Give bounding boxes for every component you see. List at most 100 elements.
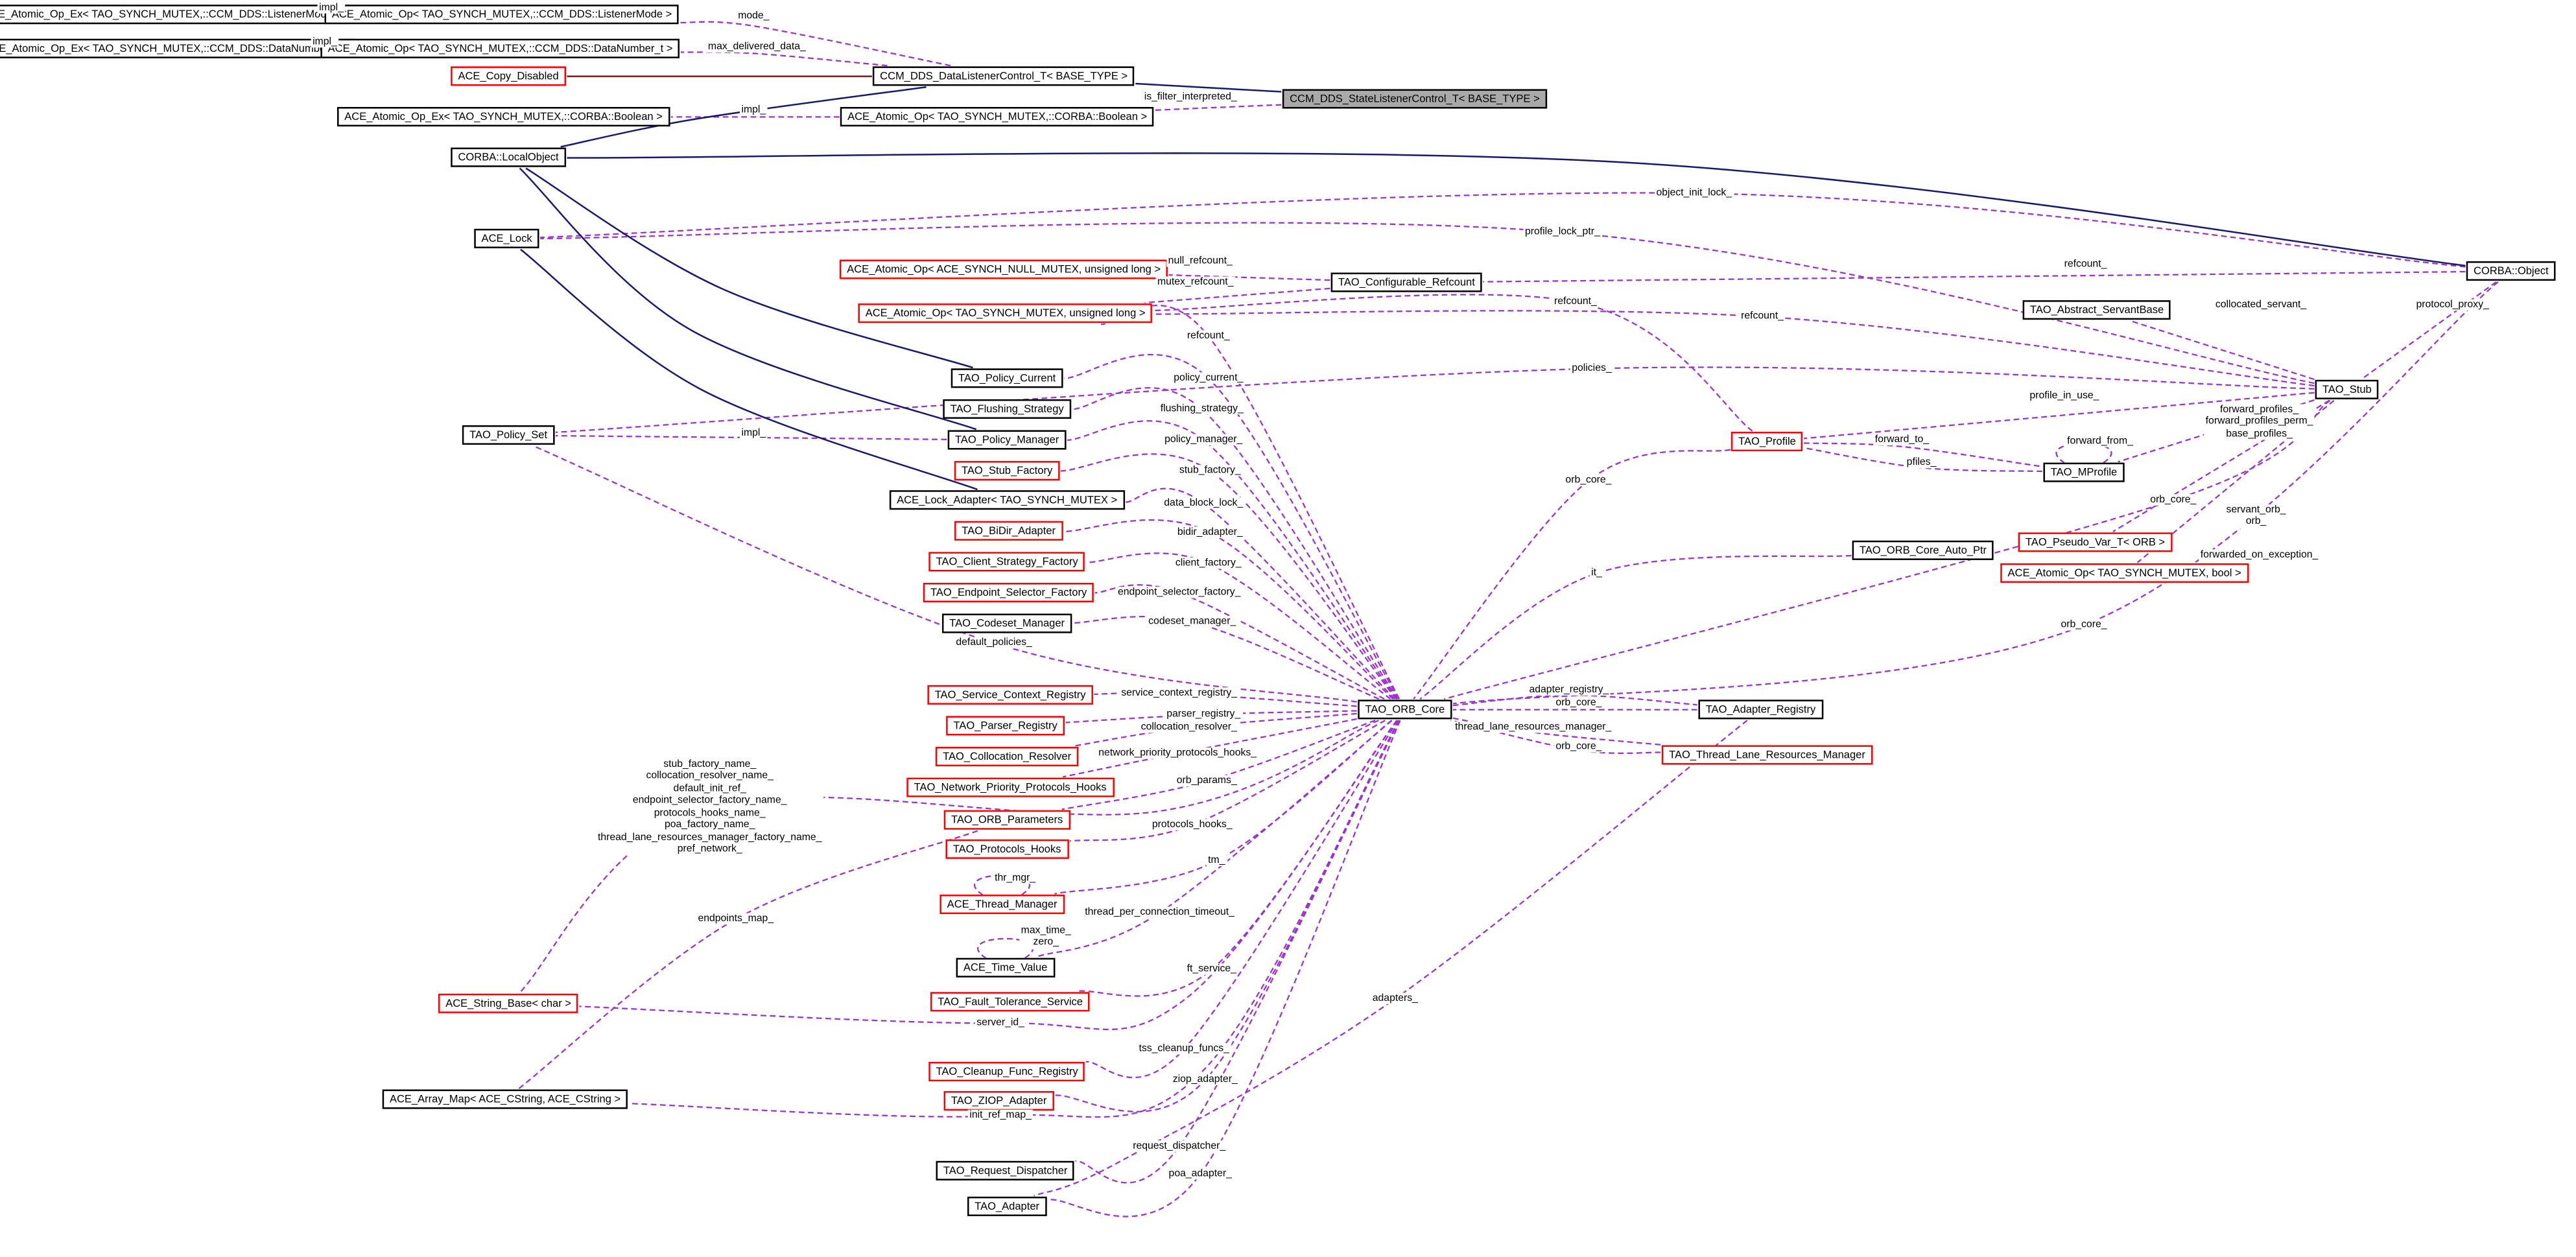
class-node-policy-set[interactable]: TAO_Policy_Set: [462, 425, 555, 445]
class-node-aop-datanumber[interactable]: ACE_Atomic_Op< TAO_SYNCH_MUTEX,::CCM_DDS…: [320, 38, 680, 59]
class-node-orb-core-auto-ptr[interactable]: TAO_ORB_Core_Auto_Ptr: [1852, 540, 1994, 561]
edge-profile-mprofile: [1804, 442, 2043, 467]
edge-orb_core-aop_ulong: [1101, 304, 1400, 699]
edge-label: profile_in_use_: [2027, 390, 2101, 403]
class-node-request-dispatcher[interactable]: TAO_Request_Dispatcher: [936, 1160, 1075, 1181]
edge-label: network_priority_protocols_hooks_: [1096, 747, 1258, 760]
class-node-string-base[interactable]: ACE_String_Base< char >: [438, 993, 579, 1014]
class-node-adapter[interactable]: TAO_Adapter: [967, 1196, 1047, 1217]
edge-label: null_refcount_: [1166, 255, 1235, 268]
edge-stub-aop_ulong: [1153, 310, 2315, 387]
edge-label: ft_service_: [1185, 963, 1238, 976]
edge-orb_core-policy_set: [533, 445, 1357, 703]
class-node-configurable-refcount[interactable]: TAO_Configurable_Refcount: [1330, 272, 1483, 293]
class-node-aop-bool[interactable]: ACE_Atomic_Op< TAO_SYNCH_MUTEX, bool >: [2000, 563, 2249, 583]
edge-orb_core-endpoint_selector_factory: [1094, 584, 1385, 700]
edge-label: forward_from_: [2065, 436, 2135, 448]
edge-profile-aop_ulong: [1153, 294, 1753, 432]
edge-orb_core-collocation_resolver: [1073, 712, 1357, 747]
class-node-ziop-adapter[interactable]: TAO_ZIOP_Adapter: [943, 1091, 1054, 1111]
class-node-stub[interactable]: TAO_Stub: [2315, 379, 2380, 400]
class-node-flushing-strategy[interactable]: TAO_Flushing_Strategy: [943, 399, 1071, 419]
edge-label: protocols_hooks_: [1150, 819, 1235, 831]
edge-orb_core-string_base: [519, 720, 1379, 994]
class-node-mprofile[interactable]: TAO_MProfile: [2043, 462, 2125, 483]
edge-label: service_context_registry_: [1119, 687, 1239, 699]
class-node-parser-registry[interactable]: TAO_Parser_Registry: [946, 716, 1065, 736]
class-node-bidir-adapter[interactable]: TAO_BiDir_Adapter: [954, 521, 1063, 541]
class-node-service-context-registry[interactable]: TAO_Service_Context_Registry: [927, 685, 1093, 705]
class-node-aop-listenermode[interactable]: ACE_Atomic_Op< TAO_SYNCH_MUTEX,::CCM_DDS…: [324, 5, 679, 25]
class-node-lock-adapter[interactable]: ACE_Lock_Adapter< TAO_SYNCH_MUTEX >: [889, 490, 1125, 510]
class-node-policy-manager[interactable]: TAO_Policy_Manager: [947, 430, 1067, 451]
class-node-aop-null-ulong[interactable]: ACE_Atomic_Op< ACE_SYNCH_NULL_MUTEX, uns…: [839, 259, 1168, 280]
edge-label: orb_core_: [1554, 697, 1603, 709]
edge-corba_object-stub: [2361, 281, 2497, 380]
class-node-aopex-datanumber[interactable]: ACE_Atomic_Op_Ex< TAO_SYNCH_MUTEX,::CCM_…: [0, 38, 355, 59]
edge-stub-abstract_servantbase: [2130, 320, 2315, 381]
edge-label: mutex_refcount_: [1155, 276, 1235, 289]
edge-orb_parameters-array_map: [518, 830, 978, 1090]
class-node-cleanup-func-registry[interactable]: TAO_Cleanup_Func_Registry: [928, 1061, 1085, 1082]
edge-label: flushing_strategy_: [1159, 403, 1246, 416]
edge-label: parser_registry_: [1164, 708, 1242, 721]
class-node-aopex-listenermode[interactable]: ACE_Atomic_Op_Ex< TAO_SYNCH_MUTEX,::CCM_…: [0, 5, 349, 25]
edge-label: data_block_lock_: [1162, 497, 1245, 510]
class-node-thread-lane-resources-manager[interactable]: TAO_Thread_Lane_Resources_Manager: [1661, 745, 1873, 766]
class-node-policy-current[interactable]: TAO_Policy_Current: [951, 368, 1063, 389]
class-node-fault-tolerance-service[interactable]: TAO_Fault_Tolerance_Service: [930, 992, 1091, 1012]
edge-label: policy_current_: [1172, 372, 1245, 384]
edge-orb_core-stub_factory: [1061, 453, 1397, 699]
class-node-codeset-manager[interactable]: TAO_Codeset_Manager: [941, 613, 1072, 634]
edge-label: collocated_servant_: [2214, 299, 2308, 312]
edge-label: protocol_proxy_: [2414, 299, 2491, 312]
edge-label: refcount_: [1185, 330, 1232, 342]
edge-orb_core-time_value: [1035, 720, 1393, 958]
class-node-profile[interactable]: TAO_Profile: [1731, 432, 1804, 452]
edge-label: tm_: [1206, 854, 1227, 867]
edge-stub-profile: [1804, 392, 2315, 440]
class-node-abstract-servantbase[interactable]: TAO_Abstract_ServantBase: [2022, 300, 2171, 320]
edge-orb_core-fault_tolerance_service: [1076, 720, 1398, 997]
class-node-thread-manager[interactable]: ACE_Thread_Manager: [939, 894, 1065, 915]
class-node-aop-boolean[interactable]: ACE_Atomic_Op< TAO_SYNCH_MUTEX,::CORBA::…: [840, 107, 1155, 127]
self-edge-time_value: [977, 937, 1034, 959]
edge-state_listener_control-data_listener_control: [1135, 82, 1282, 93]
edge-orb_core-lock_adapter: [1126, 488, 1395, 699]
edge-orb_core-service_context_registry: [1094, 692, 1357, 707]
class-node-data-listener-control[interactable]: CCM_DDS_DataListenerControl_T< BASE_TYPE…: [872, 66, 1135, 87]
class-node-orb-core[interactable]: TAO_ORB_Core: [1358, 699, 1452, 720]
class-node-array-map[interactable]: ACE_Array_Map< ACE_CString, ACE_CString …: [382, 1089, 628, 1110]
edge-configurable_refcount-aop_ulong: [1144, 287, 1330, 304]
edge-label: policy_manager_: [1163, 434, 1244, 447]
edge-label: max_delivered_data_: [706, 41, 808, 53]
edge-label: refcount_: [1552, 296, 1599, 309]
class-node-time-value[interactable]: ACE_Time_Value: [956, 957, 1055, 978]
class-node-aop-ulong[interactable]: ACE_Atomic_Op< TAO_SYNCH_MUTEX, unsigned…: [858, 303, 1153, 323]
class-node-corba-localobject[interactable]: CORBA::LocalObject: [451, 147, 566, 168]
class-node-aopex-boolean[interactable]: ACE_Atomic_Op_Ex< TAO_SYNCH_MUTEX,::CORB…: [337, 107, 670, 127]
class-node-corba-object[interactable]: CORBA::Object: [2466, 261, 2556, 281]
class-node-orb-parameters[interactable]: TAO_ORB_Parameters: [943, 810, 1070, 830]
edge-corba_object-orb_core: [1452, 281, 2499, 705]
edge-policy_current-corba_localobject: [525, 167, 973, 369]
edge-label: thread_lane_resources_manager_: [1453, 721, 1613, 734]
edge-label: forwarded_on_exception_: [2199, 549, 2320, 562]
class-node-adapter-registry[interactable]: TAO_Adapter_Registry: [1698, 699, 1823, 720]
class-node-pseudo-var-orb[interactable]: TAO_Pseudo_Var_T< ORB >: [2018, 532, 2173, 553]
edge-orb_core-bidir_adapter: [1064, 519, 1394, 700]
class-node-client-strategy-factory[interactable]: TAO_Client_Strategy_Factory: [928, 552, 1085, 572]
edge-label: orb_core_: [2148, 494, 2198, 506]
class-node-ace-copy-disabled[interactable]: ACE_Copy_Disabled: [451, 66, 566, 87]
class-node-ace-lock[interactable]: ACE_Lock: [474, 228, 539, 249]
class-node-endpoint-selector-factory[interactable]: TAO_Endpoint_Selector_Factory: [923, 582, 1094, 603]
class-node-protocols-hooks[interactable]: TAO_Protocols_Hooks: [945, 839, 1069, 860]
class-node-network-priority-protocols-hooks[interactable]: TAO_Network_Priority_Protocols_Hooks: [906, 777, 1114, 798]
class-node-stub-factory[interactable]: TAO_Stub_Factory: [954, 461, 1060, 481]
edge-label: codeset_manager_: [1146, 616, 1238, 628]
edge-label: init_ref_map_: [967, 1109, 1034, 1122]
class-node-collocation-resolver[interactable]: TAO_Collocation_Resolver: [935, 747, 1079, 767]
edge-label: server_id_: [975, 1016, 1026, 1029]
edge-data_listener_control-corba_localobject: [560, 86, 927, 148]
edge-label: bidir_adapter_: [1176, 526, 1245, 539]
